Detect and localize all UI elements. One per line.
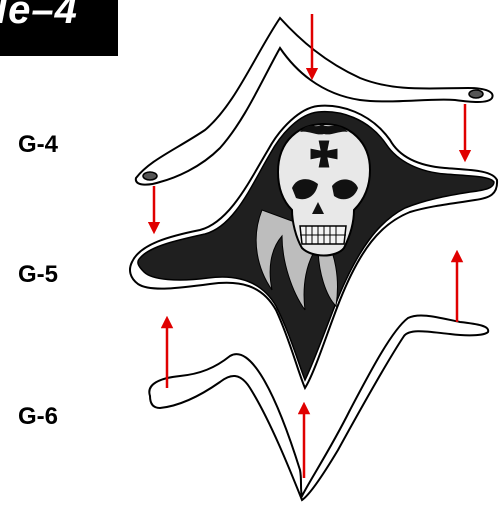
skull-graphic — [276, 122, 372, 257]
label-g4: G-4 — [18, 131, 59, 158]
snap-right — [468, 89, 484, 99]
piece-g6 — [148, 314, 490, 502]
label-g5: G-5 — [18, 261, 59, 288]
title-banner: le–4 — [0, 0, 118, 56]
title-text: le–4 — [0, 0, 78, 32]
snap-left — [142, 171, 158, 181]
placement-arrows — [147, 14, 472, 478]
piece-g5 — [129, 104, 499, 391]
piece-g4 — [134, 16, 494, 186]
label-g6: G-6 — [18, 403, 59, 430]
